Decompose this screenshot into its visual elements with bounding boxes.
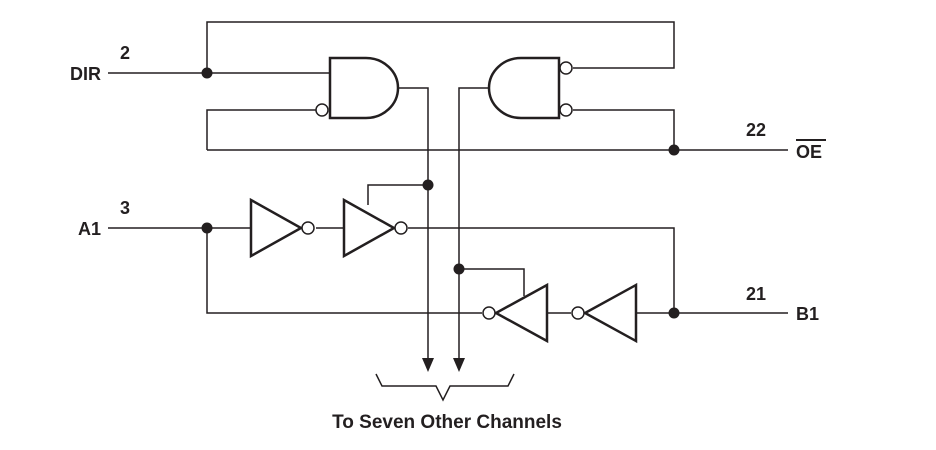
oe-and-gate-top-bubble	[559, 61, 573, 75]
dir-loop-wire	[206, 21, 675, 73]
forward-output-wire	[408, 227, 675, 313]
b1-inverter-bubble	[571, 306, 585, 320]
reverse-output-wire	[206, 228, 482, 314]
gates	[249, 56, 638, 344]
a1-inverter-bubble	[301, 221, 315, 235]
a1-output-buffer	[342, 197, 397, 259]
a1-junction-dot	[201, 222, 213, 234]
dir-pin-number: 2	[120, 43, 130, 63]
b1-label: B1	[796, 304, 819, 324]
channels-brace	[375, 373, 515, 402]
labels: DIR 2 A1 3 22 OE 21 B1 To Seven Other Ch…	[70, 43, 826, 433]
oe-to-left-gate-wire	[206, 109, 316, 150]
b1-inverter	[582, 282, 638, 344]
dir-and-gate-input-bubble	[315, 103, 329, 117]
wires	[108, 21, 788, 402]
left-gate-output-wire	[398, 87, 429, 360]
dir-junction-dot	[201, 67, 213, 79]
oe-and-gate	[487, 56, 561, 120]
dir-label: DIR	[70, 64, 101, 84]
junctions	[201, 67, 680, 319]
b1-output-buffer-bubble	[482, 306, 496, 320]
arrowheads	[422, 358, 465, 372]
a1-label: A1	[78, 219, 101, 239]
b1-pin-number: 21	[746, 284, 766, 304]
forward-enable-wire	[367, 184, 428, 205]
a1-inverter	[249, 197, 304, 259]
b1-output-buffer	[493, 282, 549, 344]
b1-junction-dot	[668, 307, 680, 319]
forward-enable-junction-dot	[422, 179, 434, 191]
reverse-enable-junction-dot	[453, 263, 465, 275]
oe-junction-dot	[668, 144, 680, 156]
a1-output-buffer-bubble	[394, 221, 408, 235]
left-down-arrow	[422, 358, 434, 372]
dir-and-gate	[328, 56, 400, 120]
a1-pin-number: 3	[120, 198, 130, 218]
oe-to-right-gate-wire	[573, 109, 675, 150]
oe-label: OE	[796, 142, 822, 162]
right-gate-output-wire	[458, 87, 489, 360]
oe-and-gate-bottom-bubble	[559, 103, 573, 117]
channels-caption: To Seven Other Channels	[332, 412, 562, 433]
oe-pin-number: 22	[746, 120, 766, 140]
right-down-arrow	[453, 358, 465, 372]
reverse-enable-wire	[459, 268, 525, 296]
